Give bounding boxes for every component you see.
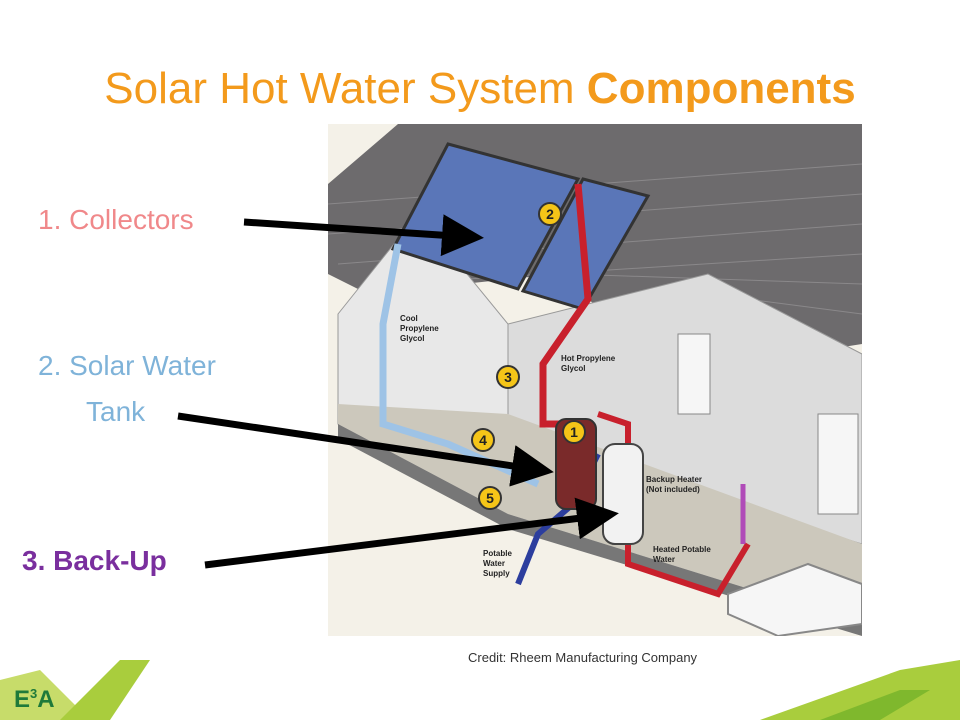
svg-text:5: 5 (486, 490, 494, 506)
svg-text:4: 4 (479, 432, 487, 448)
marker-3: 3 (496, 365, 520, 389)
heated-water-pipe (597, 411, 751, 598)
heated-water-line1: Heated Potable (653, 545, 711, 554)
title-bold: Components (586, 64, 856, 113)
heated-water-line2: Water (653, 555, 675, 564)
label-tank-line2: Tank (86, 396, 146, 427)
potable-supply-line3: Supply (483, 569, 510, 578)
collector-panel-left (390, 142, 581, 291)
footer-decoration (0, 660, 960, 720)
bathtub (727, 562, 862, 636)
solar-system-diagram: 1 2 3 4 5 Cool Propylene Glycol Hot Prop… (328, 124, 862, 636)
marker-4: 4 (471, 428, 495, 452)
potable-supply-line2: Water (483, 559, 505, 568)
e3a-logo: E3A (14, 686, 55, 713)
hot-glycol-line2: Glycol (561, 364, 585, 373)
page-title: Solar Hot Water System Components (0, 64, 960, 114)
label-collectors: 1. Collectors (38, 204, 194, 235)
marker-2: 2 (538, 202, 562, 226)
svg-text:3: 3 (504, 369, 512, 385)
svg-text:1: 1 (570, 424, 578, 440)
svg-text:2: 2 (546, 206, 554, 222)
backup-heater-tank (602, 443, 644, 545)
label-backup: 3. Back-Up (22, 545, 167, 576)
title-main: Solar Hot Water System (104, 64, 587, 113)
marker-5: 5 (478, 486, 502, 510)
cool-glycol-line1: Cool (400, 314, 418, 323)
hot-pipe (539, 183, 592, 428)
cool-glycol-line2: Propylene (400, 324, 439, 333)
backup-heater-line1: Backup Heater (646, 475, 702, 484)
cool-glycol-line3: Glycol (400, 334, 424, 343)
credit-text: Credit: Rheem Manufacturing Company (468, 650, 698, 665)
potable-supply-line1: Potable (483, 549, 512, 558)
hot-glycol-line1: Hot Propylene (561, 354, 616, 363)
backup-heater-line2: (Not included) (646, 485, 700, 494)
label-tank-line1: 2. Solar Water (38, 350, 216, 381)
marker-1: 1 (562, 420, 586, 444)
